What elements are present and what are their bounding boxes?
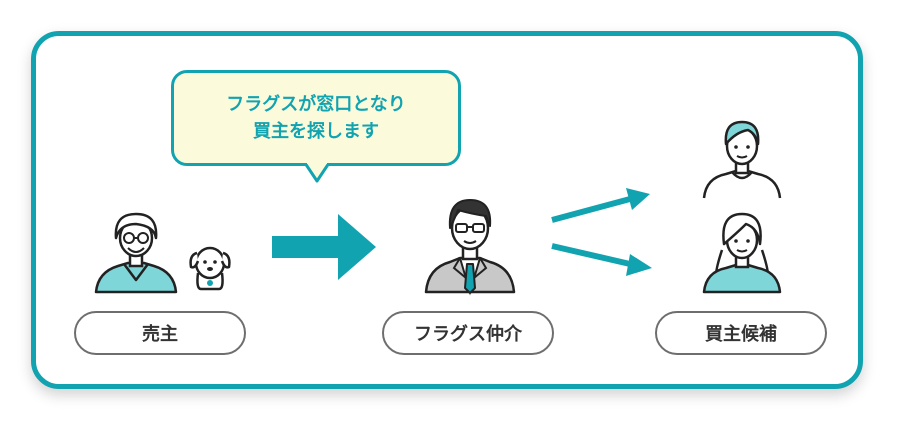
seller-label: 売主 <box>74 311 246 355</box>
arrow-to-buyer-1-icon <box>551 188 650 223</box>
seller-elderly-man-icon <box>94 212 178 294</box>
buyer-woman-icon <box>702 212 782 294</box>
buyers-label-text: 買主候補 <box>705 324 777 345</box>
buyers-label: 買主候補 <box>655 311 827 355</box>
agent-label: フラグス仲介 <box>382 311 554 355</box>
speech-bubble: フラグスが窓口となり 買主を探します <box>171 70 461 166</box>
dog-icon <box>189 246 231 291</box>
arrow-to-buyer-2-icon <box>551 243 652 276</box>
seller-label-text: 売主 <box>142 324 178 345</box>
buyer-man-icon <box>702 120 782 199</box>
bubble-tail <box>303 163 331 183</box>
bubble-line-2: 買主を探します <box>253 121 379 142</box>
bubble-line-1: フラグスが窓口となり <box>226 94 406 115</box>
agent-label-text: フラグス仲介 <box>414 324 522 345</box>
right-arrow-icon <box>272 214 376 280</box>
agent-businessman-icon <box>424 199 516 296</box>
